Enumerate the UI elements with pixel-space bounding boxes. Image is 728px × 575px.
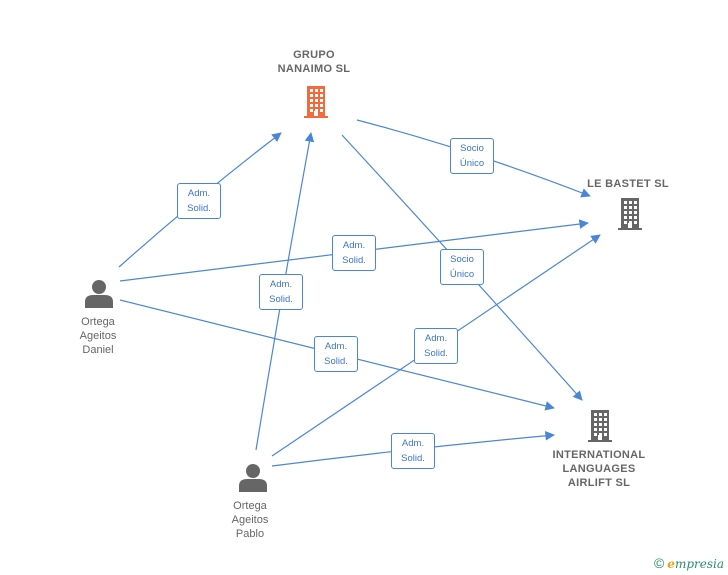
copyright-icon: © — [653, 555, 665, 571]
empresia-logo: ©empresia — [654, 555, 724, 571]
edge-label-e5-line2: Único — [449, 269, 475, 280]
node-le-bastet-line1: LE BASTET SL — [587, 178, 669, 190]
edge-label-e4[interactable]: Socio Único — [450, 138, 494, 174]
edge-label-e5-line1: Socio — [450, 254, 474, 265]
node-grupo-nanaimo-building-icon[interactable] — [304, 86, 328, 118]
node-international-line1: INTERNATIONAL — [552, 449, 646, 461]
edge-label-e7-line1: Adm. — [424, 333, 448, 344]
node-grupo-nanaimo-label[interactable]: GRUPO NANAIMO SL — [262, 48, 366, 76]
node-ortega-pablo-line3: Pablo — [235, 528, 265, 540]
edge-label-e4-line1: Socio — [460, 143, 484, 154]
edge-label-e6-line2: Solid. — [269, 294, 293, 305]
edge-label-e3-line1: Adm. — [324, 341, 348, 352]
edge-label-e5[interactable]: Socio Único — [440, 249, 484, 285]
edge-label-e1-line2: Solid. — [187, 203, 211, 214]
node-ortega-daniel-line3: Daniel — [82, 344, 114, 356]
node-international-building-icon[interactable] — [588, 410, 612, 442]
node-international-line2: LANGUAGES — [562, 463, 636, 475]
edge-label-e4-line2: Único — [459, 158, 485, 169]
edge-label-e7[interactable]: Adm. Solid. — [414, 328, 458, 364]
node-ortega-pablo-label[interactable]: Ortega Ageitos Pablo — [218, 499, 282, 541]
edge-label-e2[interactable]: Adm. Solid. — [332, 235, 376, 271]
node-ortega-daniel-label[interactable]: Ortega Ageitos Daniel — [66, 315, 130, 357]
node-ortega-daniel-line1: Ortega — [81, 316, 115, 328]
brand-name: mpresia — [674, 557, 724, 571]
edge-label-e7-line2: Solid. — [424, 348, 448, 359]
node-ortega-pablo-line1: Ortega — [233, 500, 267, 512]
edge-label-e3-line2: Solid. — [324, 356, 348, 367]
node-le-bastet-label[interactable]: LE BASTET SL — [573, 177, 683, 191]
edge-label-e8[interactable]: Adm. Solid. — [391, 433, 435, 469]
node-grupo-nanaimo-line1: GRUPO — [293, 49, 335, 61]
node-ortega-daniel-person-icon[interactable] — [85, 280, 113, 308]
edge-label-e2-line1: Adm. — [342, 240, 366, 251]
edge-label-e1-line1: Adm. — [187, 188, 211, 199]
edge-label-e8-line2: Solid. — [401, 453, 425, 464]
node-international-line3: AIRLIFT SL — [567, 477, 631, 489]
brand-first-letter: e — [667, 557, 675, 571]
edge-label-e8-line1: Adm. — [401, 438, 425, 449]
edge-label-e2-line2: Solid. — [342, 255, 366, 266]
node-le-bastet-building-icon[interactable] — [618, 198, 642, 230]
edge-label-e1[interactable]: Adm. Solid. — [177, 183, 221, 219]
node-grupo-nanaimo-line2: NANAIMO SL — [277, 63, 351, 75]
node-ortega-pablo-person-icon[interactable] — [239, 464, 267, 492]
node-ortega-pablo-line2: Ageitos — [231, 514, 269, 526]
node-ortega-daniel-line2: Ageitos — [79, 330, 117, 342]
edge-label-e3[interactable]: Adm. Solid. — [314, 336, 358, 372]
edge-label-e6[interactable]: Adm. Solid. — [259, 274, 303, 310]
node-international-label[interactable]: INTERNATIONAL LANGUAGES AIRLIFT SL — [544, 448, 654, 490]
edge-label-e6-line1: Adm. — [269, 279, 293, 290]
